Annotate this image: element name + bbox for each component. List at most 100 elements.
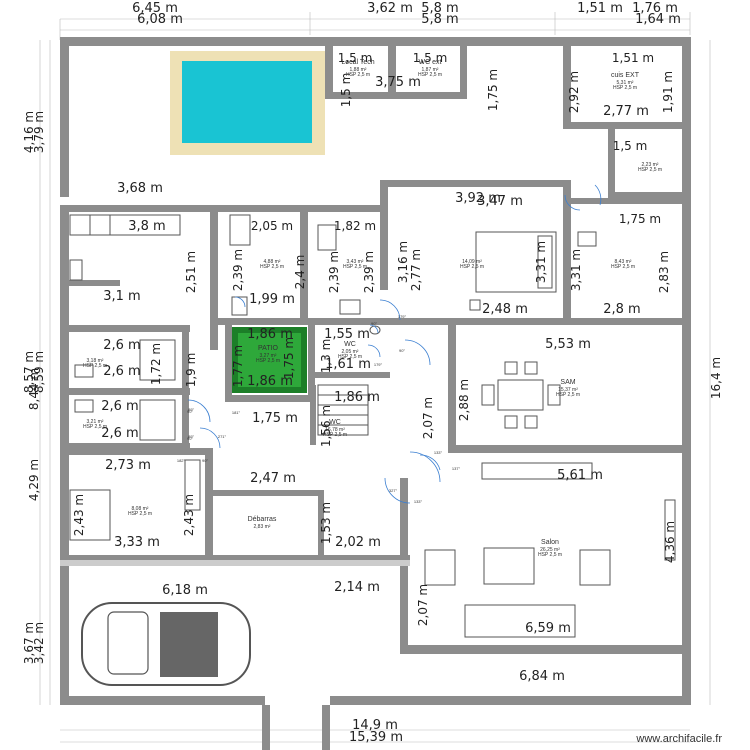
dimension-label: 1,61 m (325, 357, 371, 372)
dimension-label: 8,59 m (32, 351, 46, 393)
dimension-label: 5,8 m (421, 12, 458, 27)
dimension-label: 1,75 m (252, 411, 298, 426)
dimension-label: 2,6 m (101, 426, 138, 441)
dimension-label: 1,77 m (231, 345, 245, 387)
dimension-label: 1,5 m (613, 139, 648, 153)
watermark: www.archifacile.fr (636, 733, 722, 745)
dimension-label: 3,31 m (534, 241, 548, 283)
pool-water (182, 61, 312, 143)
dimension-label: 2,39 m (362, 251, 376, 293)
dimension-label: 2,6 m (103, 338, 140, 353)
angle-label: 271° (218, 434, 227, 439)
stairs (317, 384, 369, 436)
furniture (69, 214, 676, 638)
bed-3 (69, 489, 111, 541)
room-name: Local Tech (341, 59, 374, 66)
dimension-label: 4,16 m (22, 111, 36, 153)
dimension-label: 1,5 m (338, 51, 373, 65)
dimension-lines (39, 12, 711, 743)
angle-label: 90° (399, 348, 405, 353)
dimension-label: 1,55 m (324, 327, 370, 342)
patio-fill (238, 333, 301, 387)
room-area: 5,31 m² (617, 80, 634, 86)
dimension-label: 3,8 m (128, 219, 165, 234)
room-hsp: HSP 2,5 m (613, 85, 637, 91)
room-hsp: HSP 2,5 m (418, 72, 442, 78)
dimension-label: 8,57 m (22, 351, 36, 393)
room-hsp: HSP 2,5 m (556, 392, 580, 398)
room-name: cuis EXT (611, 72, 640, 79)
room-hsp: HSP 2,5 m (256, 358, 280, 364)
dimension-label: 2,39 m (327, 251, 341, 293)
angle-label: 137° (452, 466, 461, 471)
dimension-label: 1,9 m (184, 353, 198, 388)
dimension-label: 2,43 m (72, 494, 86, 536)
armchair-left (424, 549, 456, 586)
room-area: 1,87 m² (422, 67, 439, 73)
dimension-label: 1,5 m (413, 51, 448, 65)
room-hsp: HSP 2,5 m (638, 167, 662, 173)
angle-label: 179° (374, 362, 383, 367)
angle-label: 89° (188, 407, 194, 412)
dimension-label: 1,72 m (149, 343, 163, 385)
room-hsp: HSP 2,5 m (83, 424, 107, 430)
angle-label: 90° (202, 458, 208, 463)
dimension-label: 3,33 m (114, 535, 160, 550)
dimension-label: 2,4 m (293, 255, 307, 290)
dimension-label: 2,88 m (457, 379, 471, 421)
room-name: Salon (541, 539, 559, 546)
angle-label: 89° (188, 434, 194, 439)
dimension-label: 2,77 m (409, 249, 423, 291)
dimension-label: 3,1 m (103, 289, 140, 304)
dimension-label: 16,4 m (709, 357, 723, 399)
dimension-label: 3,79 m (32, 111, 46, 153)
room-area: 8,43 m² (615, 259, 632, 265)
angle-label: 181° (232, 410, 241, 415)
room-name: SAM (560, 379, 575, 386)
room-area: 3,21 m² (87, 419, 104, 425)
walls (60, 37, 691, 705)
dimension-label: 1,75 m (486, 69, 500, 111)
room-hsp: HSP 2,5 m (323, 432, 347, 438)
dimension-label: 1,86 m (334, 390, 380, 405)
dimension-label: 3,42 m (32, 622, 46, 664)
dimension-label: 2,48 m (482, 302, 528, 317)
dimension-label: 4,36 m (663, 521, 677, 563)
dimension-label: 2,14 m (334, 580, 380, 595)
dimension-label: 1,86 m (247, 374, 293, 389)
dimension-label: 1,5 m (339, 73, 353, 108)
dimension-label: 1,51 m (577, 1, 623, 16)
room-hsp: HSP 2,5 m (460, 264, 484, 270)
dimension-label: 2,07 m (416, 584, 430, 626)
angle-label: 133° (434, 450, 443, 455)
room-area: 15,37 m² (558, 387, 578, 393)
room-hsp: HSP 2,5 m (346, 72, 370, 78)
dimension-label: 2,92 m (567, 71, 581, 113)
room-area: 16,78 m² (325, 427, 345, 433)
dimension-label: 2,43 m (182, 494, 196, 536)
angle-label: 133° (414, 499, 423, 504)
dimension-label: 4,29 m (27, 459, 41, 501)
room-hsp: HSP 2,5 m (538, 552, 562, 558)
room-hsp: HSP 2,5 m (128, 511, 152, 517)
garage-wall (60, 560, 410, 566)
dimension-label: 3,62 m (367, 1, 413, 16)
room-hsp: HSP 2,5 m (338, 354, 362, 360)
room-name: WC ext (419, 59, 442, 66)
dimension-label: 5,8 m (421, 1, 458, 16)
dimension-label: 2,07 m (421, 397, 435, 439)
dimension-label: 3,31 m (569, 249, 583, 291)
dimension-label: 1,51 m (612, 51, 654, 65)
dimension-label: 2,83 m (657, 251, 671, 293)
